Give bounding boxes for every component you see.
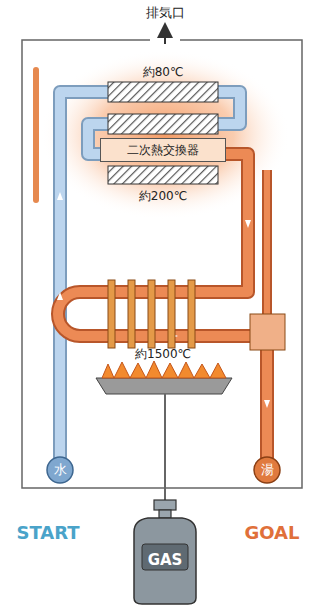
hot-water-pipe	[58, 154, 267, 458]
exhaust-arrow	[164, 30, 166, 44]
temperature-label: 約1500℃	[135, 346, 191, 363]
node-text: 湯	[261, 461, 274, 479]
secondary-exchanger-fins	[108, 82, 218, 184]
node-text: 二次熱交換器	[127, 142, 199, 159]
node-text: 水	[54, 461, 67, 479]
start-label: START	[16, 522, 79, 543]
cold-water-pipe	[60, 92, 240, 458]
temperature-label: 約80℃	[143, 64, 184, 81]
primary-exchanger-fins	[108, 280, 195, 348]
temperature-label: 約200℃	[139, 188, 187, 205]
exchanger-band: 二次熱交換器	[100, 138, 226, 162]
bypass-pipe	[33, 70, 39, 200]
casing-outline	[22, 40, 302, 488]
hot-outlet-circle: 湯	[253, 456, 281, 484]
goal-label: GOAL	[245, 522, 300, 543]
node-text: GAS	[148, 551, 183, 569]
flow-arrows	[57, 89, 270, 408]
burner	[96, 361, 232, 394]
gas-tank: GAS	[128, 498, 202, 606]
control-unit	[250, 314, 285, 350]
exhaust-label: 排気口	[146, 4, 185, 22]
water-inlet-circle: 水	[46, 456, 74, 484]
gas-line	[164, 394, 166, 500]
